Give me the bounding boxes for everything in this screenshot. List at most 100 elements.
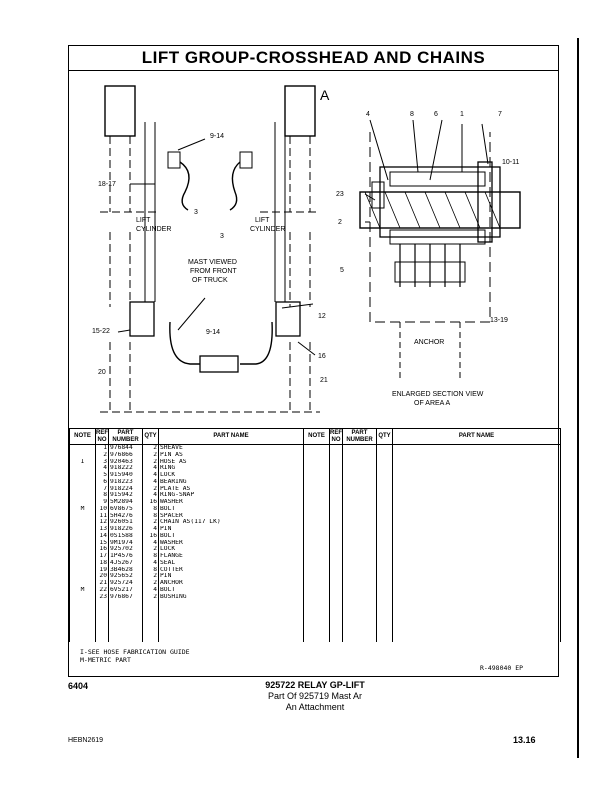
footer-center: 925722 RELAY GP-LIFT Part Of 925719 Mast… — [200, 680, 430, 713]
empty-cell — [342, 485, 377, 493]
empty-cell — [376, 505, 393, 513]
empty-cell — [329, 526, 343, 533]
lift-cylinder-label: CYLINDER — [250, 226, 285, 233]
page-code: 6404 — [68, 681, 89, 691]
empty-cell — [392, 539, 561, 547]
header-part-number: PART NUMBER — [342, 428, 377, 445]
header-ref-no: REF NO — [329, 428, 343, 445]
note-cell — [69, 472, 96, 479]
empty-cell — [376, 499, 393, 506]
empty-cell — [376, 458, 393, 466]
empty-cell — [376, 539, 393, 547]
qty-cell: 4 — [142, 478, 159, 486]
view-label-a: A — [320, 87, 330, 103]
ref-no-cell: 21 — [95, 580, 109, 587]
empty-cell — [303, 499, 330, 506]
ref-no-cell: 7 — [95, 485, 109, 493]
header-part-name: PART NAME — [158, 428, 304, 445]
ref-no-cell: 15 — [95, 539, 109, 547]
callout: 18-17 — [98, 181, 116, 188]
qty-cell: 8 — [142, 553, 159, 560]
part-name-cell: WASHER — [158, 499, 304, 506]
part-name-cell: SPACER — [158, 512, 304, 520]
empty-cell — [342, 586, 377, 594]
empty-cell — [376, 478, 393, 486]
empty-cell — [329, 485, 343, 493]
note-cell — [69, 499, 96, 506]
empty-cell — [329, 580, 343, 587]
empty-cell — [303, 458, 330, 466]
part-name-cell: ANCHOR — [158, 580, 304, 587]
ref-no-cell: 22 — [95, 586, 109, 594]
empty-cell — [376, 573, 393, 580]
empty-cell — [392, 485, 561, 493]
empty-cell — [108, 600, 143, 643]
empty-cell — [329, 444, 343, 452]
part-number-cell: 1P4576 — [108, 553, 143, 560]
qty-cell: 4 — [142, 492, 159, 499]
part-number-cell: 915942 — [108, 492, 143, 499]
part-name-cell: PIN AS — [158, 451, 304, 459]
empty-cell — [303, 451, 330, 459]
empty-cell — [392, 580, 561, 587]
lift-cylinder-label: CYLINDER — [136, 226, 171, 233]
empty-cell — [303, 539, 330, 547]
part-name-cell: LOCK — [158, 472, 304, 479]
note-cell — [69, 512, 96, 520]
callout: 1 — [460, 111, 464, 118]
qty-cell: 2 — [142, 485, 159, 493]
empty-cell — [342, 505, 377, 513]
part-name-cell: BUSHING — [158, 593, 304, 601]
part-name-cell: RING — [158, 465, 304, 472]
ref-no-cell: 1 — [95, 444, 109, 452]
header-qty: QTY — [376, 428, 393, 445]
empty-cell — [376, 532, 393, 540]
mast-note: FROM FRONT — [190, 268, 237, 275]
part-number-cell: 915940 — [108, 472, 143, 479]
empty-cell — [329, 566, 343, 574]
empty-cell — [342, 593, 377, 601]
empty-cell — [329, 458, 343, 466]
part-number-cell: 6V5217 — [108, 586, 143, 594]
part-number-cell: 920463 — [108, 458, 143, 466]
empty-cell — [303, 465, 330, 472]
note-cell — [69, 478, 96, 486]
empty-cell — [376, 566, 393, 574]
part-number-cell: 925652 — [108, 573, 143, 580]
page-edge-rule — [577, 38, 579, 758]
part-number-cell: 976867 — [108, 593, 143, 601]
empty-cell — [392, 546, 561, 553]
note-cell — [69, 546, 96, 553]
empty-cell — [392, 512, 561, 520]
header-part-number: PART NUMBER — [108, 428, 143, 445]
empty-cell — [392, 573, 561, 580]
empty-cell — [376, 586, 393, 594]
empty-cell — [392, 593, 561, 601]
empty-cell — [342, 539, 377, 547]
empty-cell — [303, 472, 330, 479]
qty-cell: 4 — [142, 526, 159, 533]
note-cell — [69, 553, 96, 560]
empty-cell — [329, 492, 343, 499]
qty-cell: 2 — [142, 451, 159, 459]
empty-cell — [158, 600, 304, 643]
empty-cell — [303, 519, 330, 526]
section-caption: ENLARGED SECTION VIEW — [392, 391, 484, 398]
empty-cell — [342, 478, 377, 486]
part-number-cell: 918222 — [108, 465, 143, 472]
ref-no-cell: 3 — [95, 458, 109, 466]
part-name-cell: PLATE AS — [158, 485, 304, 493]
note-cell — [69, 444, 96, 452]
ref-no-cell: 8 — [95, 492, 109, 499]
